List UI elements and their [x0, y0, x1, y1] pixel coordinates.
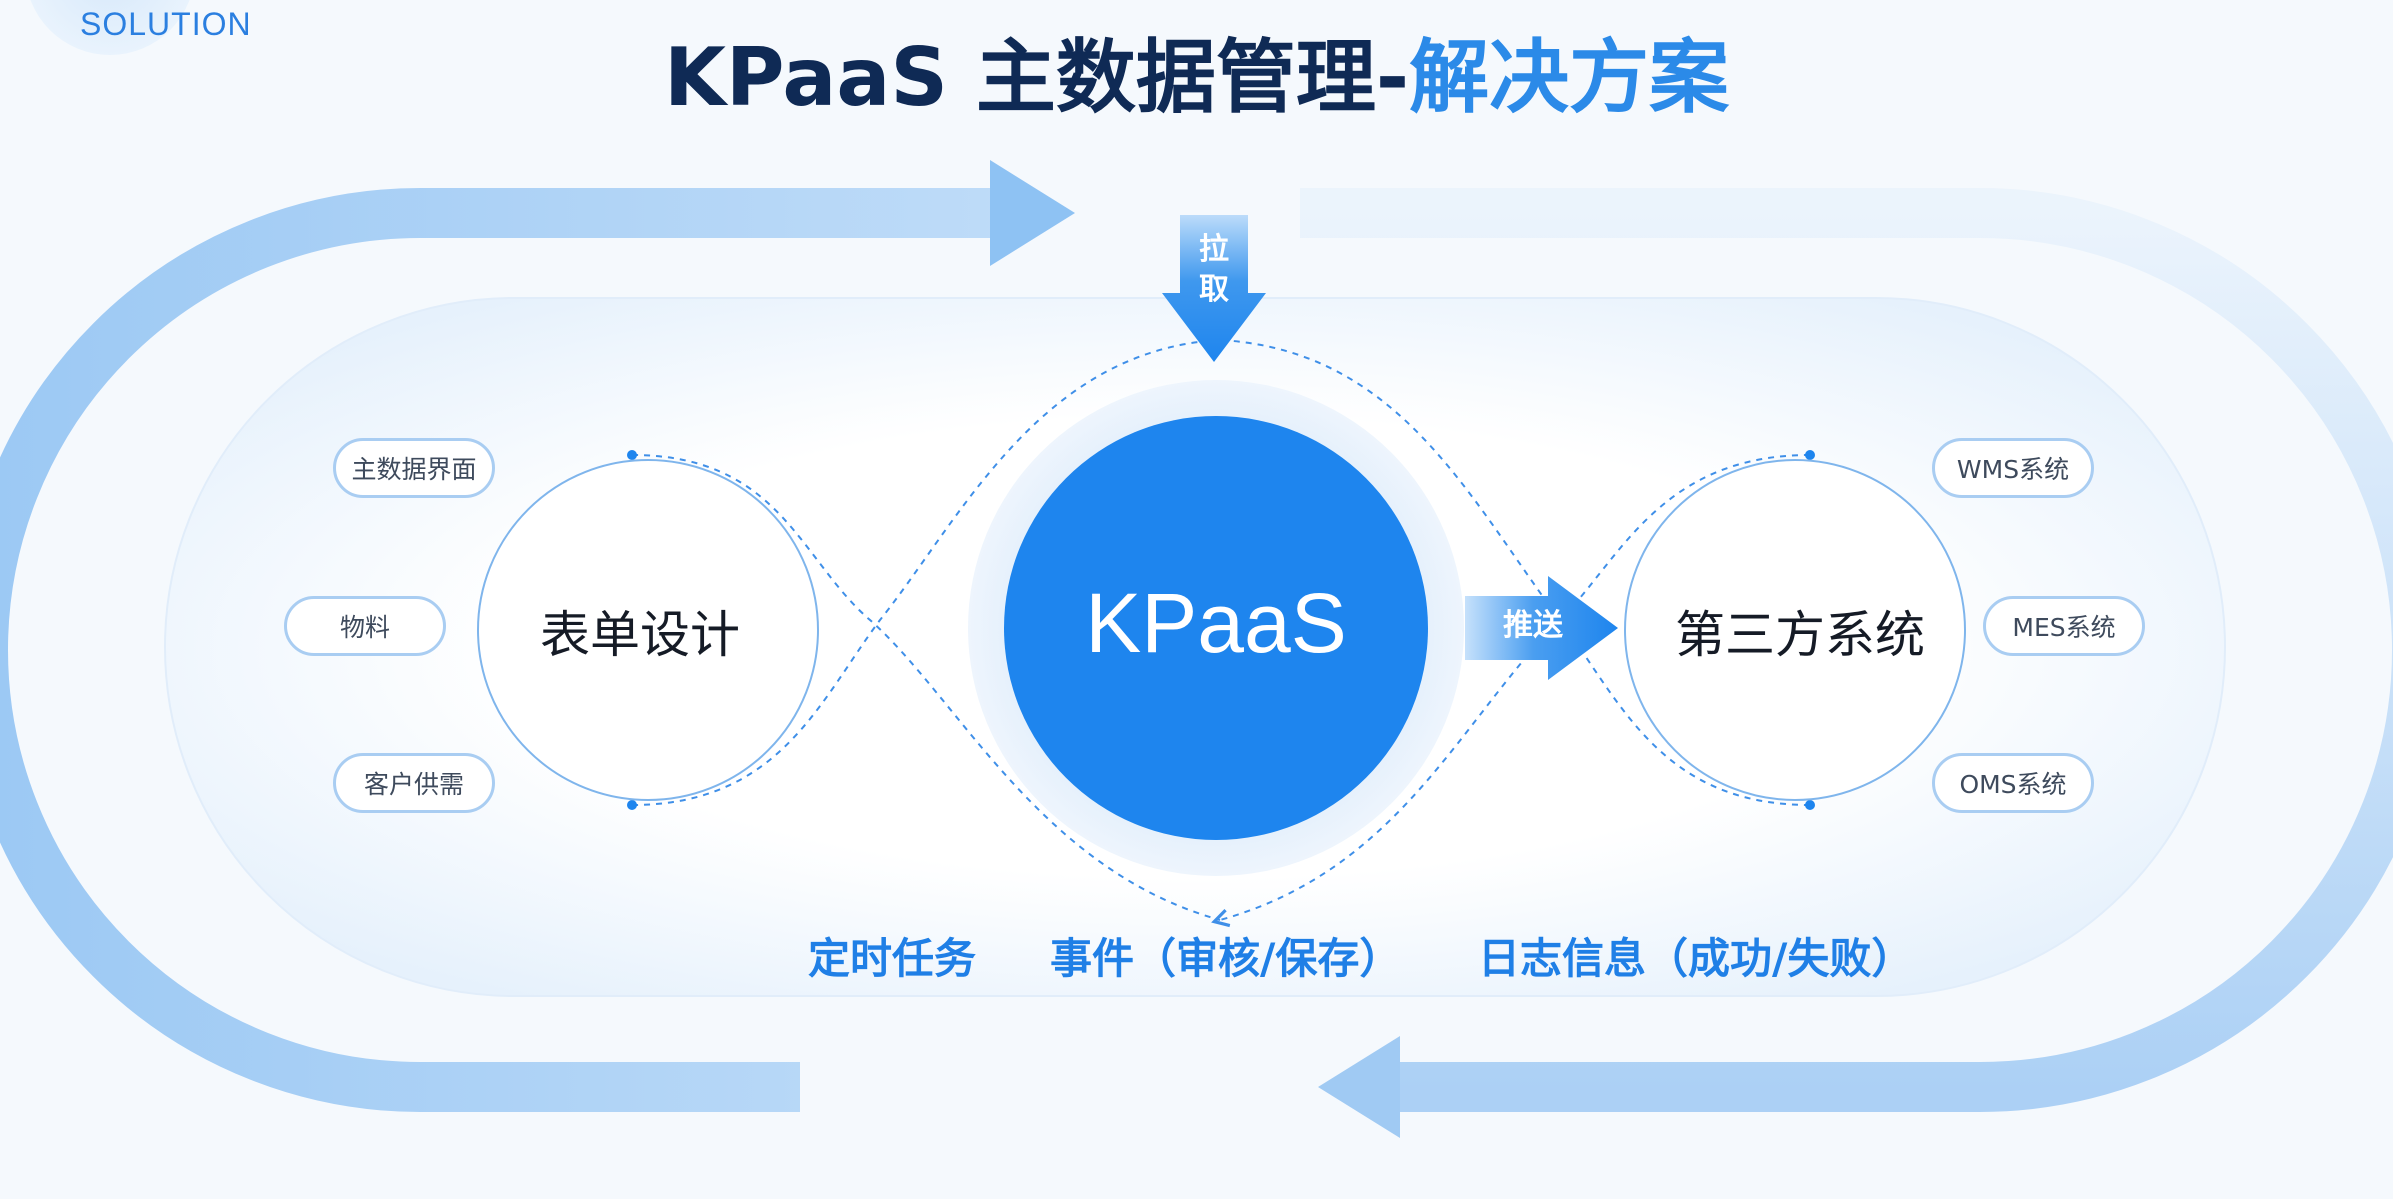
pull-arrow — [1162, 215, 1266, 362]
label-event: 事件（审核/保存） — [1050, 934, 1402, 983]
label-log-info: 日志信息（成功/失败） — [1478, 934, 1914, 983]
pill-master-data-ui: 主数据界面 — [333, 438, 495, 498]
corner-label: SOLUTION — [80, 6, 252, 42]
loop-arrow-bottom — [1300, 188, 2393, 1112]
pull-label: 拉取 — [1199, 232, 1229, 307]
loop-arrow-top-head — [990, 160, 1075, 266]
connector-dot — [627, 450, 637, 460]
pill-mes: MES系统 — [1983, 596, 2145, 656]
page-title: KPaaS 主数据管理-解决方案 — [0, 28, 2393, 128]
connector-dot — [627, 800, 637, 810]
title-main: KPaaS 主数据管理- — [663, 31, 1410, 124]
form-design-label: 表单设计 — [540, 606, 740, 664]
connector-dot — [1805, 450, 1815, 460]
loop-arrow-bottom-head — [1318, 1036, 1400, 1138]
pill-material: 物料 — [284, 596, 446, 656]
kpaas-label: KPaaS — [1085, 576, 1347, 670]
corner-decoration — [30, 0, 190, 55]
form-design-circle — [477, 459, 819, 801]
kpaas-core-circle — [1004, 416, 1428, 840]
pill-oms: OMS系统 — [1932, 753, 2094, 813]
third-party-circle — [1624, 459, 1966, 801]
flow-curve-left-upper — [631, 454, 1221, 921]
label-scheduled-task: 定时任务 — [808, 934, 977, 983]
title-accent: 解决方案 — [1409, 31, 1730, 124]
third-party-label: 第三方系统 — [1675, 606, 1925, 664]
flow-curve-right-upper — [1211, 454, 1811, 928]
loop-arrow-top — [0, 188, 1000, 1112]
pill-customer-supply: 客户供需 — [333, 753, 495, 813]
connector-dot — [1805, 800, 1815, 810]
push-arrow — [1465, 576, 1618, 680]
pill-wms: WMS系统 — [1932, 438, 2094, 498]
push-label: 推送 — [1503, 608, 1563, 643]
